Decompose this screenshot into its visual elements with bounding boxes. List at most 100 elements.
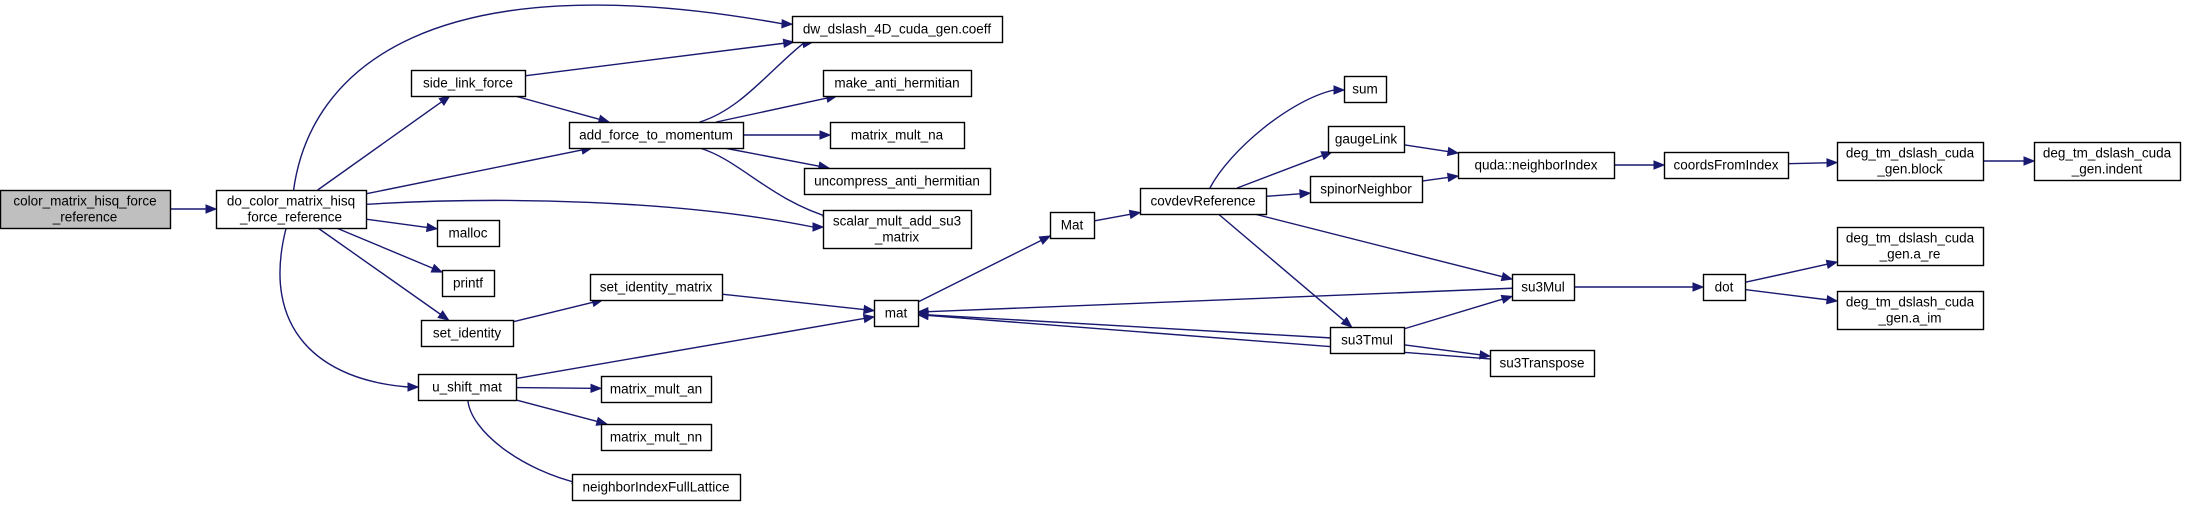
node-box[interactable] [420, 319, 515, 348]
node-box[interactable] [1663, 151, 1790, 180]
node-gaugeLink[interactable]: gaugeLink [1327, 125, 1406, 154]
edge-dot-to-deg-aim [1744, 288, 1828, 301]
node-side-link[interactable]: side_link_force [410, 69, 527, 98]
node-box[interactable] [1049, 211, 1096, 240]
node-box[interactable] [571, 473, 742, 502]
node-scalar-mult[interactable]: scalar_mult_add_su3_matrix [822, 209, 973, 250]
node-label: mat [885, 306, 908, 321]
node-box[interactable] [1309, 175, 1424, 204]
node-box[interactable] [1139, 187, 1268, 216]
node-box[interactable] [568, 121, 745, 150]
edge-do-color-to-malloc-arrowhead [425, 222, 439, 233]
node-box[interactable] [436, 219, 501, 248]
node-box[interactable] [441, 269, 496, 298]
edge-covdev-to-gaugeLink [1236, 154, 1323, 189]
node-label: spinorNeighbor [1320, 182, 1412, 197]
node-box[interactable] [1702, 273, 1747, 302]
edge-su3Transpose-to-mat-lower [927, 314, 1491, 360]
node-root[interactable]: color_matrix_hisq_force_reference [0, 189, 172, 230]
edge-set-identity-matrix-to-mat-lower-arrowhead [863, 304, 876, 315]
node-su3Transpose[interactable]: su3Transpose [1489, 349, 1596, 378]
node-box[interactable] [822, 209, 973, 250]
node-mm-na[interactable]: matrix_mult_na [829, 121, 966, 150]
node-deg-aim[interactable]: deg_tm_dslash_cuda_gen.a_im [1836, 290, 1985, 331]
node-label: malloc [448, 226, 487, 241]
node-mm-an[interactable]: matrix_mult_an [600, 375, 713, 404]
node-do-color[interactable]: do_color_matrix_hisq_force_reference [215, 189, 368, 230]
edge-su3Mul-to-dot-arrowhead [1692, 282, 1705, 292]
edge-u-shift-to-mm-an [515, 386, 592, 390]
node-box[interactable] [791, 15, 1004, 44]
node-dot[interactable]: dot [1702, 273, 1747, 302]
node-deg-indent[interactable]: deg_tm_dslash_cuda_gen.indent [2033, 141, 2182, 182]
node-deg-block[interactable]: deg_tm_dslash_cuda_gen.block [1836, 141, 1985, 182]
node-covdev[interactable]: covdevReference [1139, 187, 1268, 216]
edge-do-color-to-u-shift-arrowhead [407, 382, 420, 392]
edge-su3Transpose-to-mat-lower-arrowhead [916, 310, 929, 321]
edge-do-color-to-dw-coeff-arrowhead [781, 18, 794, 29]
node-label: _force_reference [239, 210, 342, 225]
node-box[interactable] [1836, 226, 1985, 267]
node-su3Mul[interactable]: su3Mul [1511, 273, 1576, 302]
node-deg-are[interactable]: deg_tm_dslash_cuda_gen.a_re [1836, 226, 1985, 267]
node-add-force[interactable]: add_force_to_momentum [568, 121, 745, 150]
node-u-shift[interactable]: u_shift_mat [417, 373, 518, 402]
node-label: scalar_mult_add_su3 [833, 214, 961, 229]
node-dw-coeff[interactable]: dw_dslash_4D_cuda_gen.coeff [791, 15, 1004, 44]
node-box[interactable] [873, 299, 920, 328]
node-mat-upper[interactable]: Mat [1049, 211, 1096, 240]
node-box[interactable] [1457, 151, 1616, 180]
node-set-identity[interactable]: set_identity [420, 319, 515, 348]
node-label: neighborIndexFullLattice [582, 480, 729, 495]
edge-set-identity-matrix-to-mat-lower [721, 293, 865, 311]
node-label: u_shift_mat [432, 380, 502, 395]
node-box[interactable] [1836, 141, 1985, 182]
node-make-anti[interactable]: make_anti_hermitian [822, 69, 973, 98]
edge-root-to-do-color-arrowhead [205, 204, 218, 214]
node-nifl[interactable]: neighborIndexFullLattice [571, 473, 742, 502]
node-label: gaugeLink [1335, 132, 1398, 147]
node-box[interactable] [803, 167, 992, 196]
node-box[interactable] [1836, 290, 1985, 331]
node-malloc[interactable]: malloc [436, 219, 501, 248]
node-su3Tmul[interactable]: su3Tmul [1329, 326, 1406, 355]
node-uncompress[interactable]: uncompress_anti_hermitian [803, 167, 992, 196]
node-label: Mat [1061, 218, 1084, 233]
edge-covdev-to-su3Tmul-arrowhead [1340, 316, 1353, 328]
edge-dot-to-deg-aim-arrowhead [1825, 294, 1839, 305]
node-spinorNeighbor[interactable]: spinorNeighbor [1309, 175, 1424, 204]
node-box[interactable] [1343, 75, 1388, 104]
node-box[interactable] [410, 69, 527, 98]
node-box[interactable] [0, 189, 172, 230]
node-mat-lower[interactable]: mat [873, 299, 920, 328]
edge-u-shift-to-mm-nn [515, 399, 598, 423]
node-mm-nn[interactable]: matrix_mult_nn [600, 423, 713, 452]
node-label: add_force_to_momentum [579, 128, 733, 143]
node-label: matrix_mult_nn [610, 430, 702, 445]
node-box[interactable] [600, 375, 713, 404]
node-box[interactable] [417, 373, 518, 402]
node-box[interactable] [1327, 125, 1406, 154]
edge-gaugeLink-to-quda-ni-arrowhead [1446, 146, 1460, 157]
node-printf[interactable]: printf [441, 269, 496, 298]
node-box[interactable] [589, 273, 724, 302]
edge-do-color-to-side-link-arrowhead [438, 95, 451, 106]
node-box[interactable] [215, 189, 368, 230]
node-box[interactable] [2033, 141, 2182, 182]
node-label: make_anti_hermitian [834, 76, 959, 91]
node-box[interactable] [1329, 326, 1406, 355]
node-box[interactable] [822, 69, 973, 98]
edge-su3Tmul-to-mat-lower [927, 314, 1331, 339]
node-label: _gen.a_re [1879, 247, 1941, 262]
node-set-identity-matrix[interactable]: set_identity_matrix [589, 273, 724, 302]
node-sum[interactable]: sum [1343, 75, 1388, 104]
node-quda-ni[interactable]: quda::neighborIndex [1457, 151, 1616, 180]
node-coords[interactable]: coordsFromIndex [1663, 151, 1790, 180]
node-box[interactable] [600, 423, 713, 452]
node-box[interactable] [1489, 349, 1596, 378]
node-box[interactable] [829, 121, 966, 150]
edge-u-shift-to-mat-lower-arrowhead [862, 313, 876, 324]
node-box[interactable] [1511, 273, 1576, 302]
edge-side-link-to-dw-coeff [524, 42, 784, 77]
